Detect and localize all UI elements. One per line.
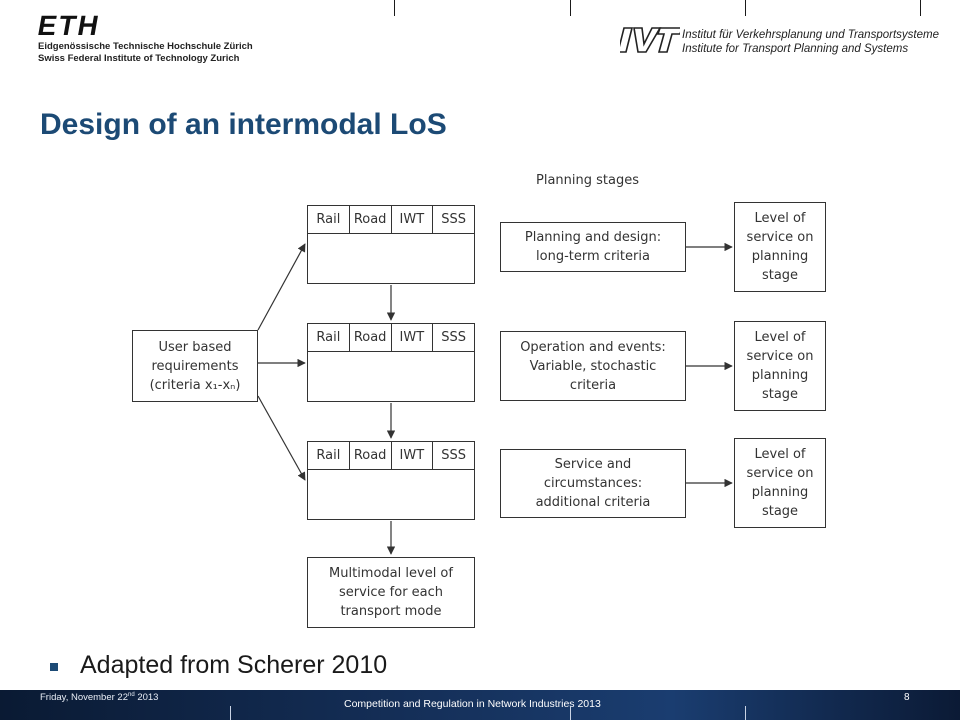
ivt-logo-block: Institut für Verkehrsplanung und Transpo…	[620, 20, 939, 60]
mode-row-3: Rail Road IWT SSS	[307, 441, 475, 470]
eth-line-1: Eidgenössische Technische Hochschule Zür…	[38, 41, 253, 52]
stage-2-line-3: criteria	[569, 377, 617, 393]
multimodal-line-1: Multimodal level of	[329, 566, 453, 581]
mode-iwt: IWT	[392, 324, 434, 351]
level-of-service-box-1: Level of service on planning stage	[734, 202, 826, 292]
mode-block-body-1	[307, 234, 475, 284]
footer-tick	[230, 706, 231, 720]
mode-rail: Rail	[308, 442, 350, 469]
mode-sss: SSS	[441, 212, 466, 227]
multimodal-los-box: Multimodal level of service for each tra…	[307, 557, 475, 628]
stage-box-service-circumstances: Service and circumstances: additional cr…	[500, 449, 686, 518]
footer-date-suffix: nd	[128, 692, 135, 698]
ivt-line-2: Institute for Transport Planning and Sys…	[682, 43, 909, 55]
ivt-line-1: Institut für Verkehrsplanung und Transpo…	[682, 29, 939, 41]
source-bullet: Adapted from Scherer 2010	[50, 651, 387, 680]
header-tick	[394, 0, 395, 16]
diagram-connectors	[257, 242, 733, 555]
footer-date-text: Friday, November 22	[40, 692, 128, 704]
mode-block-body-3	[307, 470, 475, 520]
slide-footer: Friday, November 22nd 2013 Competition a…	[0, 690, 960, 720]
los-2-line-3: planning	[751, 368, 809, 383]
user-requirements-box: User based requirements (criteria x₁-xₙ)	[132, 330, 258, 402]
stage-1-line-1: Planning and design:	[524, 230, 662, 245]
eth-line-2: Swiss Federal Institute of Technology Zu…	[38, 53, 240, 64]
level-of-service-box-3: Level of service on planning stage	[734, 438, 826, 528]
slide-title: Design of an intermodal LoS	[40, 108, 447, 141]
los-2-line-4: stage	[761, 387, 799, 402]
los-1-line-2: service on	[746, 230, 814, 245]
footer-tick	[570, 706, 571, 720]
ivt-text: Institut für Verkehrsplanung und Transpo…	[682, 28, 939, 56]
planning-stages-label: Planning stages	[536, 173, 639, 188]
user-req-line-2: requirements	[151, 358, 239, 374]
header-tick	[570, 0, 571, 16]
source-bullet-text: Adapted from Scherer 2010	[80, 651, 388, 679]
mode-block-body-2	[307, 352, 475, 402]
los-3-line-4: stage	[761, 504, 799, 519]
los-3-line-3: planning	[751, 485, 809, 500]
mode-iwt: IWT	[392, 442, 434, 469]
user-req-line-3: (criteria x₁-xₙ)	[149, 377, 241, 393]
los-2-line-2: service on	[746, 349, 814, 364]
mode-row-1: Rail Road IWT SSS	[307, 205, 475, 234]
los-1-line-3: planning	[751, 249, 809, 264]
mode-rail: Rail	[308, 324, 350, 351]
multimodal-line-2: service for each	[338, 585, 444, 600]
mode-sss: SSS	[441, 448, 466, 463]
mode-row-2: Rail Road IWT SSS	[307, 323, 475, 352]
los-1-line-4: stage	[761, 268, 799, 283]
user-req-line-1: User based	[158, 339, 232, 355]
stage-1-line-2: long-term criteria	[536, 249, 650, 264]
arrow-user-to-top	[257, 243, 306, 331]
level-of-service-box-2: Level of service on planning stage	[734, 321, 826, 411]
header-tick	[745, 0, 746, 16]
page-number: 8	[904, 692, 910, 703]
square-bullet-icon	[50, 662, 58, 671]
stage-3-line-3: additional criteria	[535, 495, 651, 510]
stage-3-line-2: circumstances:	[543, 476, 643, 491]
stage-box-operation-events: Operation and events: Variable, stochast…	[500, 331, 686, 401]
footer-date: Friday, November 22nd 2013	[40, 692, 158, 703]
footer-course: Competition and Regulation in Network In…	[344, 698, 601, 710]
mode-sss: SSS	[441, 330, 466, 345]
los-2-line-1: Level of	[754, 330, 806, 345]
footer-tick	[745, 706, 746, 720]
multimodal-line-3: transport mode	[340, 604, 442, 619]
stage-2-line-2: Variable, stochastic	[529, 358, 657, 374]
eth-subtitle: Eidgenössische Technische Hochschule Zür…	[38, 41, 253, 65]
mode-rail: Rail	[308, 206, 350, 233]
los-3-line-2: service on	[746, 466, 814, 481]
los-3-line-1: Level of	[754, 447, 806, 462]
header-tick	[920, 0, 921, 16]
arrow-user-to-bottom	[257, 395, 306, 481]
stage-2-line-1: Operation and events:	[520, 339, 666, 355]
footer-date-year: 2013	[137, 692, 159, 704]
los-diagram: Planning stages User based requirements …	[0, 160, 960, 640]
stage-box-planning-design: Planning and design: long-term criteria	[500, 222, 686, 272]
mode-road: Road	[350, 206, 392, 233]
mode-iwt: IWT	[392, 206, 434, 233]
ivt-logo	[620, 27, 680, 53]
mode-road: Road	[350, 442, 392, 469]
los-1-line-1: Level of	[754, 211, 806, 226]
eth-logo: ETH	[35, 10, 103, 41]
stage-3-line-1: Service and	[554, 457, 632, 472]
mode-road: Road	[350, 324, 392, 351]
